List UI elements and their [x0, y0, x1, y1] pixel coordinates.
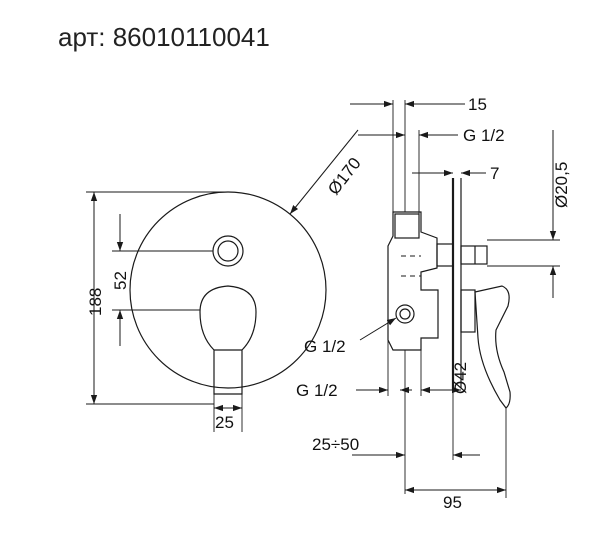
lever-side-profile — [474, 285, 511, 409]
overall-depth-label: 95 — [443, 493, 462, 512]
diameter-plate-label: Ø170 — [324, 154, 365, 198]
top-inlet-nut — [394, 213, 420, 239]
thread-top-label: G 1/2 — [463, 126, 505, 145]
valve-body — [387, 211, 439, 351]
install-depth-label: 25÷50 — [312, 435, 359, 454]
side-view: 15 G 1/2 7 Ø20,5 G 1/2 G 1/2 Ø42 25 — [296, 95, 571, 512]
diameter-plate-leader — [289, 129, 359, 215]
outlet-diameter-label: Ø20,5 — [552, 162, 571, 208]
thread-side-label: G 1/2 — [304, 337, 346, 356]
body-diameter-label: Ø42 — [451, 362, 470, 394]
offset-small-label: 7 — [490, 164, 499, 183]
outlet-pipe — [460, 245, 488, 265]
outlet-nut — [436, 243, 454, 267]
side-inlet-inner — [399, 308, 411, 320]
lever-width-label: 25 — [215, 413, 234, 432]
depth-top-label: 15 — [468, 95, 487, 114]
height-total-label: 188 — [86, 288, 105, 316]
thread-side-leader — [359, 317, 397, 341]
spout-offset-label: 52 — [111, 271, 130, 290]
thread-bottom-label: G 1/2 — [296, 381, 338, 400]
diverter-button-inner — [217, 240, 239, 262]
lever-handle — [199, 285, 257, 395]
article-title: арт: 86010110041 — [58, 22, 270, 52]
side-inlet-outer — [395, 304, 415, 324]
cartridge-stem — [460, 289, 476, 333]
cover-plate-circle — [129, 191, 327, 389]
